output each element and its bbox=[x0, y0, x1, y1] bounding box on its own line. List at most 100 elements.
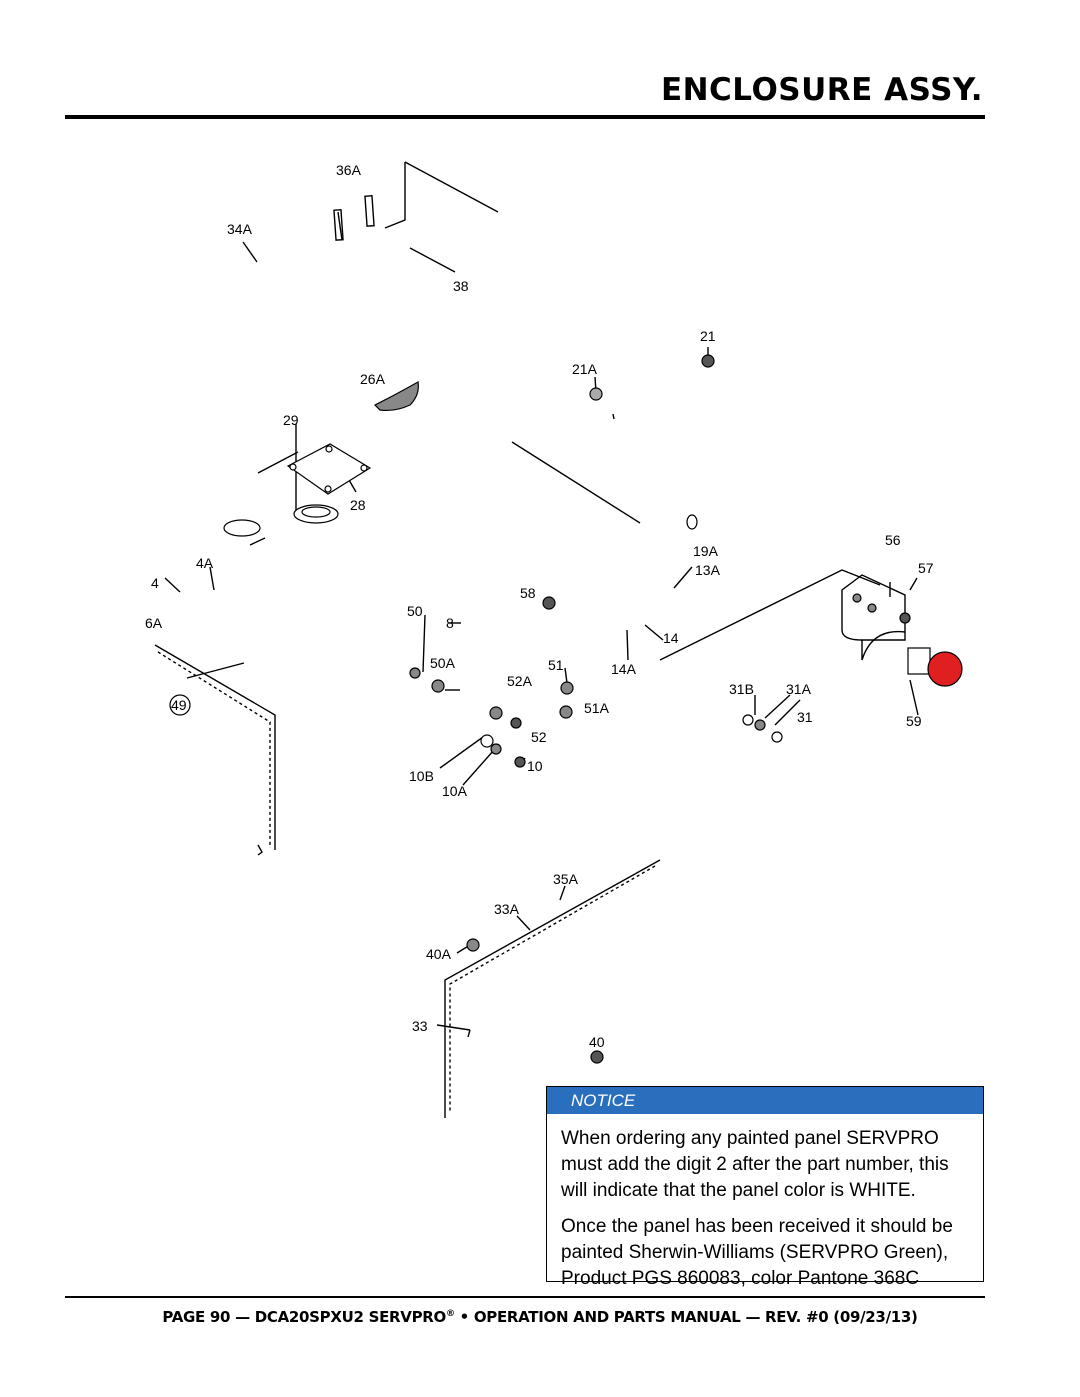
leader-50 bbox=[422, 614, 426, 673]
callout-10B: 10B bbox=[409, 768, 434, 784]
screw-57 bbox=[899, 612, 911, 624]
left-side-panel-hatch bbox=[157, 651, 271, 848]
callout-26A: 26A bbox=[360, 371, 386, 387]
washer-51A bbox=[559, 705, 573, 719]
hinge-36A-part bbox=[364, 195, 375, 227]
bolt-21 bbox=[701, 354, 715, 368]
leader-33 bbox=[436, 1024, 471, 1031]
nut-21A bbox=[589, 387, 603, 401]
leader-34A bbox=[242, 241, 258, 263]
callout-31A: 31A bbox=[786, 681, 812, 697]
callout-51A: 51A bbox=[584, 700, 610, 716]
notice-label: NOTICE bbox=[547, 1087, 983, 1114]
switch-bracket-cutout bbox=[861, 630, 906, 661]
notice-paragraph-2: Once the panel has been received it shou… bbox=[561, 1216, 953, 1289]
notice-body: When ordering any painted panel SERVPRO … bbox=[547, 1114, 983, 1292]
callout-4A: 4A bbox=[196, 555, 214, 571]
callout-58: 58 bbox=[520, 585, 536, 601]
callout-33: 33 bbox=[412, 1018, 428, 1034]
cover-plate-29 bbox=[286, 443, 372, 495]
callout-35A: 35A bbox=[553, 871, 579, 887]
leader-31 bbox=[774, 699, 801, 726]
bolt-50 bbox=[409, 667, 421, 679]
top-panel-edge bbox=[404, 161, 499, 213]
callout-49: 49 bbox=[171, 697, 187, 713]
callout-13A: 13A bbox=[695, 562, 721, 578]
washer-10B bbox=[480, 734, 494, 748]
callout-4: 4 bbox=[151, 575, 159, 591]
leader-14A bbox=[626, 629, 629, 661]
bolt-10 bbox=[514, 756, 526, 768]
callout-21A: 21A bbox=[572, 361, 598, 377]
callout-10A: 10A bbox=[442, 783, 468, 799]
leader-57 bbox=[909, 577, 918, 591]
emergency-stop-button bbox=[927, 651, 963, 687]
callout-40: 40 bbox=[589, 1034, 605, 1050]
registered-mark: ® bbox=[445, 1309, 455, 1319]
hinge-left bbox=[337, 211, 343, 241]
callout-21: 21 bbox=[700, 328, 716, 344]
callout-38: 38 bbox=[453, 278, 469, 294]
hinge-34A-part bbox=[333, 209, 344, 241]
leader-14 bbox=[644, 624, 664, 641]
callout-56: 56 bbox=[885, 532, 901, 548]
callout-52A: 52A bbox=[507, 673, 533, 689]
bolt-51 bbox=[560, 681, 574, 695]
bolt-52 bbox=[510, 717, 522, 729]
top-bracket-outline bbox=[384, 162, 406, 229]
screw-56b bbox=[867, 603, 877, 613]
footer-rule bbox=[65, 1296, 985, 1298]
callout-33A: 33A bbox=[494, 901, 520, 917]
callout-51: 51 bbox=[548, 657, 564, 673]
panel-tick bbox=[249, 537, 266, 546]
door-panel-edge bbox=[511, 441, 641, 524]
cover-bolt-4 bbox=[324, 485, 332, 493]
leader-10A bbox=[462, 749, 495, 786]
callout-circle-49 bbox=[169, 694, 191, 716]
leader-4A bbox=[209, 566, 215, 591]
leader-10B bbox=[439, 736, 484, 769]
callout-52: 52 bbox=[531, 729, 547, 745]
control-panel-edge bbox=[659, 569, 881, 661]
left-side-panel bbox=[154, 644, 276, 850]
callout-34A: 34A bbox=[227, 221, 253, 237]
callout-6A: 6A bbox=[145, 615, 163, 631]
leader-35A bbox=[559, 885, 566, 901]
washer-31A bbox=[754, 719, 766, 731]
callout-40A: 40A bbox=[426, 946, 452, 962]
leader-4 bbox=[164, 577, 181, 593]
washer-52A bbox=[489, 706, 503, 720]
panel-edge-29 bbox=[257, 451, 299, 474]
washer-10A bbox=[490, 743, 502, 755]
cover-bolt-1 bbox=[289, 463, 297, 471]
washer-19A bbox=[686, 514, 698, 530]
leader-38 bbox=[409, 247, 456, 273]
footer-text-end: • OPERATION AND PARTS MANUAL — REV. #0 (… bbox=[454, 1308, 918, 1326]
nut-58 bbox=[542, 596, 556, 610]
callout-14: 14 bbox=[663, 630, 679, 646]
grommet-28-inner bbox=[301, 506, 331, 518]
nut-40A bbox=[466, 938, 480, 952]
callout-50: 50 bbox=[407, 603, 423, 619]
callout-19A: 19A bbox=[693, 543, 719, 559]
switch-contact-block-59 bbox=[907, 647, 931, 675]
lower-side-panel-hatch bbox=[449, 865, 656, 1112]
page-title: ENCLOSURE ASSY. bbox=[660, 72, 983, 108]
screw-40 bbox=[590, 1050, 604, 1064]
callout-8: 8 bbox=[446, 615, 454, 631]
callout-59: 59 bbox=[906, 713, 922, 729]
title-rule bbox=[65, 115, 985, 119]
cover-bolt-2 bbox=[325, 445, 333, 453]
leader-33A bbox=[516, 915, 531, 931]
tick-21A bbox=[612, 413, 615, 420]
washer-31B bbox=[742, 714, 754, 726]
callout-31: 31 bbox=[797, 709, 813, 725]
callout-50A: 50A bbox=[430, 655, 456, 671]
lower-side-panel bbox=[444, 859, 661, 1118]
panel-foot bbox=[257, 844, 263, 856]
leader-13A bbox=[673, 566, 693, 589]
page-footer: PAGE 90 — DCA20SPXU2 SERVPRO® • OPERATIO… bbox=[0, 1308, 1080, 1326]
bolt-31 bbox=[771, 731, 783, 743]
callout-57: 57 bbox=[918, 560, 934, 576]
